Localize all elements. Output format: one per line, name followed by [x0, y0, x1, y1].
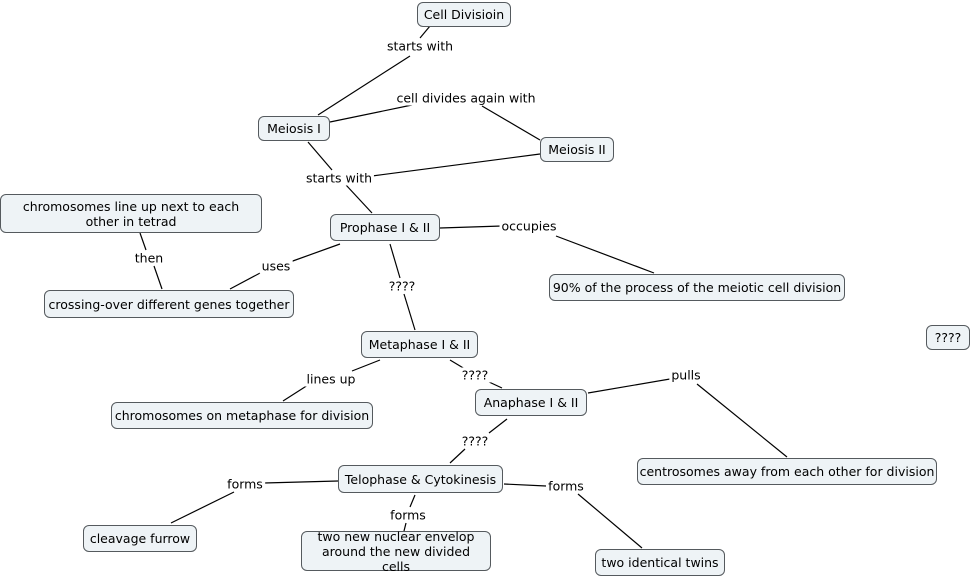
concept-identical-twins[interactable]: two identical twins [595, 549, 725, 576]
connector-uses-to-crossing-over [229, 271, 263, 290]
concept-nuclear-envelop[interactable]: two new nuclear envelop around the new d… [301, 529, 491, 574]
link-cell-divides-again: cell divides again with [394, 90, 538, 106]
connector-forms-left-to-cleavage-furrow [170, 491, 235, 524]
concept-centrosomes[interactable]: centrosomes away from each other for div… [637, 458, 937, 485]
connector-meiosis-1-to-divides-again [329, 104, 413, 123]
link-starts-with-1: starts with [384, 38, 456, 54]
concept-telophase[interactable]: Telophase & Cytokinesis [338, 465, 503, 493]
link-forms-left: forms [225, 476, 265, 492]
connector-pulls-to-centrosomes [696, 383, 788, 458]
connector-lines-up-to-chromosomes [282, 384, 309, 402]
connector-prophase-to-uses [289, 243, 341, 263]
link-unknown-anaphase-telophase: ???? [459, 433, 491, 449]
concept-crossing-over[interactable]: crossing-over different genes together [44, 290, 294, 318]
connector-telophase-to-forms-middle [409, 494, 416, 508]
link-unknown-prophase-metaphase: ???? [386, 278, 418, 294]
connector-meiosis-2-to-starts-with [371, 153, 541, 177]
concept-cell-division[interactable]: Cell Divisioin [417, 2, 511, 27]
connector-starts-with-to-meiosis-1 [317, 55, 411, 116]
link-unknown-metaphase-anaphase: ???? [459, 367, 491, 383]
connector-occupies-to-ninety-percent [555, 235, 655, 274]
link-pulls: pulls [669, 367, 703, 383]
connector-meiosis-1-to-starts-with [307, 141, 333, 171]
connector-anaphase-to-pulls [587, 378, 671, 394]
link-then: then [132, 250, 166, 266]
connector-anaphase-to-unknown [488, 418, 508, 434]
connector-telophase-to-forms-left [263, 480, 339, 484]
concept-prophase[interactable]: Prophase I & II [330, 214, 440, 241]
connector-cell-division-to-starts-with [419, 25, 431, 39]
connector-prophase-to-occupies [439, 225, 503, 229]
connector-then-to-crossing-over [153, 265, 163, 290]
concept-meiosis-2[interactable]: Meiosis II [540, 137, 614, 162]
concept-anaphase[interactable]: Anaphase I & II [475, 389, 587, 416]
concept-unknown-standalone[interactable]: ???? [926, 325, 970, 350]
connector-divides-again-to-meiosis-2 [481, 105, 541, 141]
concept-ninety-percent[interactable]: 90% of the process of the meiotic cell d… [549, 274, 845, 301]
link-uses: uses [259, 258, 293, 274]
connector-prophase-to-unknown [389, 243, 401, 279]
connector-unknown-to-metaphase [403, 293, 416, 331]
connector-forms-right-to-twins [577, 493, 643, 549]
connector-tetrad-to-then [139, 232, 147, 251]
link-starts-with-2: starts with [303, 170, 375, 186]
link-occupies: occupies [499, 218, 559, 234]
concept-chromosomes-line-up[interactable]: chromosomes line up next to each other i… [0, 194, 262, 233]
connector-unknown-to-telophase [449, 448, 466, 464]
link-forms-middle: forms [388, 507, 428, 523]
connector-forms-middle-to-nuclear-envelop [403, 522, 407, 532]
link-forms-right: forms [546, 478, 586, 494]
concept-chromosomes-metaphase[interactable]: chromosomes on metaphase for division [111, 402, 373, 429]
connector-unknown-to-anaphase [488, 381, 503, 389]
connector-starts-with-to-prophase [345, 184, 373, 214]
connector-telophase-to-forms-right [503, 483, 547, 487]
concept-metaphase[interactable]: Metaphase I & II [361, 331, 478, 358]
concept-meiosis-1[interactable]: Meiosis I [258, 116, 330, 141]
connector-metaphase-to-lines-up [351, 359, 381, 372]
concept-cleavage-furrow[interactable]: cleavage furrow [83, 525, 197, 552]
link-lines-up: lines up [304, 371, 358, 387]
